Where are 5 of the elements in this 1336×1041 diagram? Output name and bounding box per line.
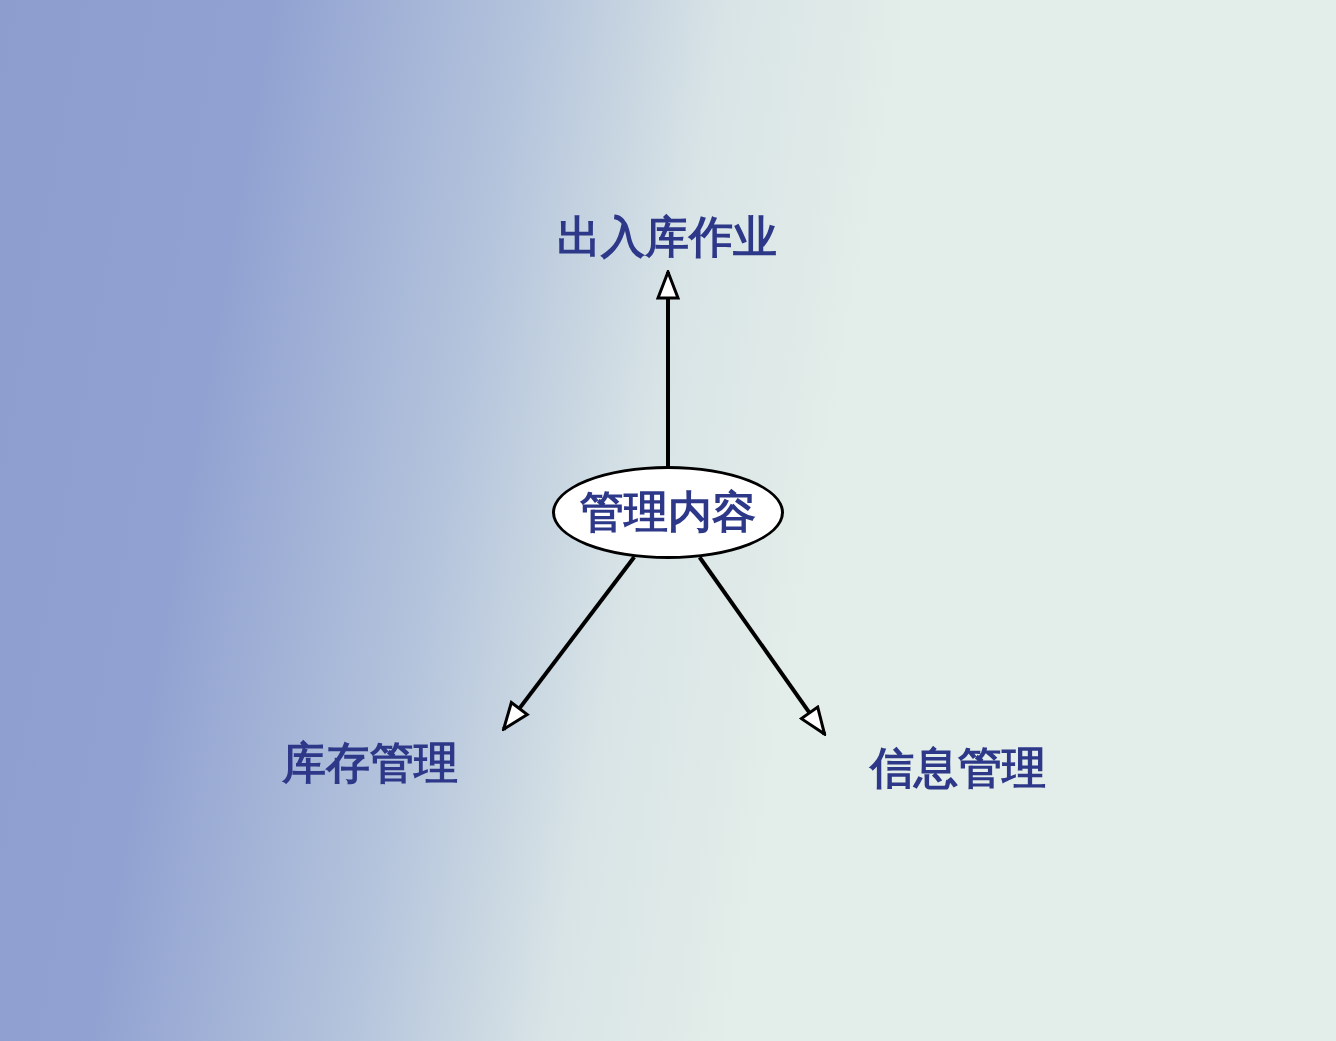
node-label: 出入库作业 [527, 208, 807, 266]
ellipse-node: 管理内容 [552, 466, 784, 559]
node-label: 信息管理 [828, 739, 1088, 797]
node-label: 库存管理 [240, 734, 500, 792]
arrow [656, 270, 680, 466]
